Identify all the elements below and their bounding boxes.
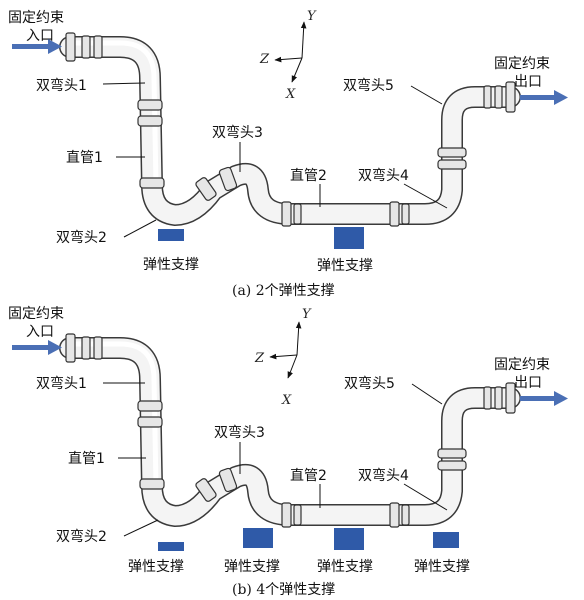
elastic-support-block-a1: [158, 229, 184, 241]
fixed-inlet-label2-b: 入口: [26, 324, 54, 340]
axis-y-label-b: Y: [302, 307, 312, 322]
pipeline-b: [66, 334, 515, 527]
double-elbow-3-label-b: 双弯头3: [214, 424, 265, 441]
elastic-support-label-a2: 弹性支撑: [317, 258, 373, 274]
elastic-support-block-b3: [334, 528, 364, 550]
elastic-support-block-b2: [243, 528, 273, 548]
axis-z-label-a: Z: [259, 52, 270, 67]
axis-x-label-b: X: [281, 393, 292, 408]
elastic-support-label-b1: 弹性支撑: [128, 559, 184, 575]
double-elbow-5-label-a: 双弯头5: [343, 77, 394, 94]
elastic-support-label-b4: 弹性支撑: [414, 559, 470, 575]
panel-b: 固定约束 入口 Y Z X 双弯头1 直管1 双弯头2 双弯头3 直管2 双弯头…: [8, 306, 568, 598]
fixed-inlet-label2-a: 入口: [26, 28, 54, 44]
panel-a: 固定约束 入口 Y Z X 双弯头1 直管1 双弯头2 双弯头3 直管2 双弯头…: [8, 9, 568, 299]
straight-pipe-2-label-b: 直管2: [290, 467, 327, 484]
double-elbow-1-label-a: 双弯头1: [36, 77, 87, 94]
caption-b: (b) 4个弹性支撑: [232, 582, 335, 598]
fixed-outlet-label2-b: 出口: [514, 375, 542, 391]
double-elbow-2-label-a: 双弯头2: [56, 229, 107, 246]
double-elbow-4-label-b: 双弯头4: [358, 467, 409, 484]
inlet-arrow-a: [12, 39, 62, 54]
fixed-outlet-label-b: 固定约束: [494, 357, 550, 373]
axes-triad-b: Y Z X: [254, 307, 312, 408]
axis-y-label-a: Y: [307, 9, 317, 24]
fixed-inlet-label-a: 固定约束: [8, 10, 64, 26]
axis-z-label-b: Z: [254, 351, 265, 366]
straight-pipe-1-label-a: 直管1: [66, 149, 103, 166]
elastic-support-block-a2: [334, 227, 364, 249]
outlet-arrow-a: [520, 90, 568, 105]
inlet-arrow-b: [12, 340, 62, 355]
fixed-inlet-label-b: 固定约束: [8, 306, 64, 322]
axes-triad-a: Y Z X: [259, 9, 317, 102]
double-elbow-4-label-a: 双弯头4: [358, 167, 409, 184]
straight-pipe-1-label-b: 直管1: [68, 450, 105, 467]
elastic-support-label-b2: 弹性支撑: [224, 559, 280, 575]
double-elbow-5-label-b: 双弯头5: [344, 375, 395, 392]
elastic-support-block-b4: [433, 532, 459, 548]
double-elbow-3-label-a: 双弯头3: [212, 124, 263, 141]
elastic-support-label-a1: 弹性支撑: [143, 257, 199, 273]
caption-a: (a) 2个弹性支撑: [232, 283, 335, 299]
double-elbow-1-label-b: 双弯头1: [36, 375, 87, 392]
axis-x-label-a: X: [285, 87, 296, 102]
straight-pipe-2-label-a: 直管2: [290, 167, 327, 184]
fixed-outlet-label2-a: 出口: [514, 74, 542, 90]
elastic-support-block-b1: [158, 542, 184, 551]
elastic-support-label-b3: 弹性支撑: [317, 559, 373, 575]
outlet-arrow-b: [520, 391, 568, 406]
fixed-outlet-label-a: 固定约束: [494, 56, 550, 72]
pipeline-a: [66, 33, 515, 226]
double-elbow-2-label-b: 双弯头2: [56, 528, 107, 545]
